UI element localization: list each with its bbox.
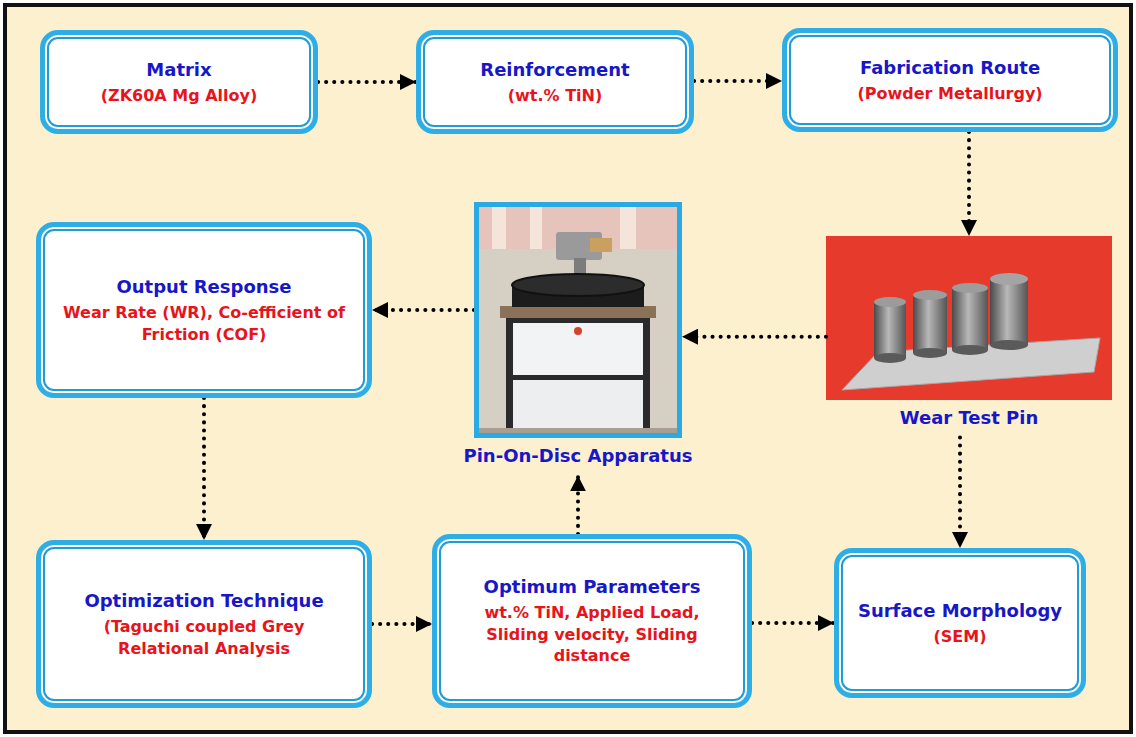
dotted-arrow [682, 335, 826, 339]
dotted-arrow [958, 437, 962, 548]
dotted-arrow [318, 80, 416, 84]
pin-cylinder [990, 279, 1028, 345]
machine-disc [512, 274, 644, 296]
pin-base [874, 353, 906, 363]
pin-top [990, 273, 1028, 285]
dotted-arrow [694, 79, 782, 83]
box-heading: Matrix [146, 58, 211, 81]
box-body: (Powder Metallurgy) [857, 83, 1042, 105]
process-box: Fabrication Route (Powder Metallurgy) [782, 28, 1118, 132]
pin-base [990, 340, 1028, 350]
box-heading: Optimization Technique [84, 589, 323, 612]
pin-cylinder [874, 302, 906, 358]
dotted-arrow [372, 308, 474, 312]
box-body: (ZK60A Mg Alloy) [101, 85, 258, 107]
photo-background [826, 236, 1112, 400]
photo-curtain-fold [492, 205, 506, 249]
pin-cylinder [952, 288, 988, 350]
photo-wall [477, 205, 679, 435]
cabinet-panel [513, 380, 643, 432]
box-body: (wt.% TiN) [508, 85, 603, 107]
machine-button [574, 327, 582, 335]
box-body: (Taguchi coupled Grey Relational Analysi… [57, 616, 351, 659]
wear-pin-photo [826, 236, 1112, 400]
process-box: Reinforcement (wt.% TiN) [416, 30, 694, 134]
dotted-arrow [967, 132, 971, 236]
process-box: Output ResponseWear Rate (WR), Co-effici… [36, 222, 372, 398]
pin-top [874, 297, 906, 307]
photo-curtain-fold [530, 205, 542, 249]
pin-top [913, 290, 947, 300]
dotted-arrow [202, 398, 206, 540]
dotted-arrow [752, 621, 834, 625]
photo-border [826, 236, 1112, 400]
cabinet-panel [513, 323, 643, 375]
box-heading: Optimum Parameters [484, 575, 701, 598]
box-body: Wear Rate (WR), Co-efficient of Friction… [57, 302, 351, 345]
machine-cabinet [506, 318, 650, 435]
process-box: Optimization Technique (Taguchi coupled G… [36, 540, 372, 708]
photo-border [474, 202, 682, 438]
pin-base [913, 348, 947, 358]
image-panel: Pin-On-Disc Apparatus [474, 202, 682, 475]
box-body: wt.% TiN, Applied Load, Sliding velocity… [453, 602, 731, 667]
image-panel: Wear Test Pin [826, 236, 1112, 437]
image-caption: Wear Test Pin [900, 406, 1039, 429]
box-heading: Surface Morphology [858, 599, 1062, 622]
process-box: Surface Morphology (SEM) [834, 548, 1086, 698]
pin-top [952, 283, 988, 293]
photo-curtain-fold [620, 205, 636, 249]
box-heading: Reinforcement [480, 58, 629, 81]
box-heading: Output Response [116, 275, 291, 298]
process-box: Optimum Parameters wt.% TiN, Applied Load… [432, 534, 752, 708]
dotted-arrow [372, 622, 432, 626]
process-box: Matrix (ZK60A Mg Alloy) [40, 30, 318, 134]
machine-top-plate [500, 306, 656, 318]
machine-sensor [590, 238, 612, 252]
box-heading: Fabrication Route [860, 56, 1040, 79]
pin-on-disc-photo [477, 205, 679, 435]
box-body: (SEM) [934, 626, 987, 648]
image-caption: Pin-On-Disc Apparatus [464, 444, 693, 467]
pin-base [952, 345, 988, 355]
pin-cylinder [913, 295, 947, 353]
dotted-arrow [576, 475, 580, 534]
